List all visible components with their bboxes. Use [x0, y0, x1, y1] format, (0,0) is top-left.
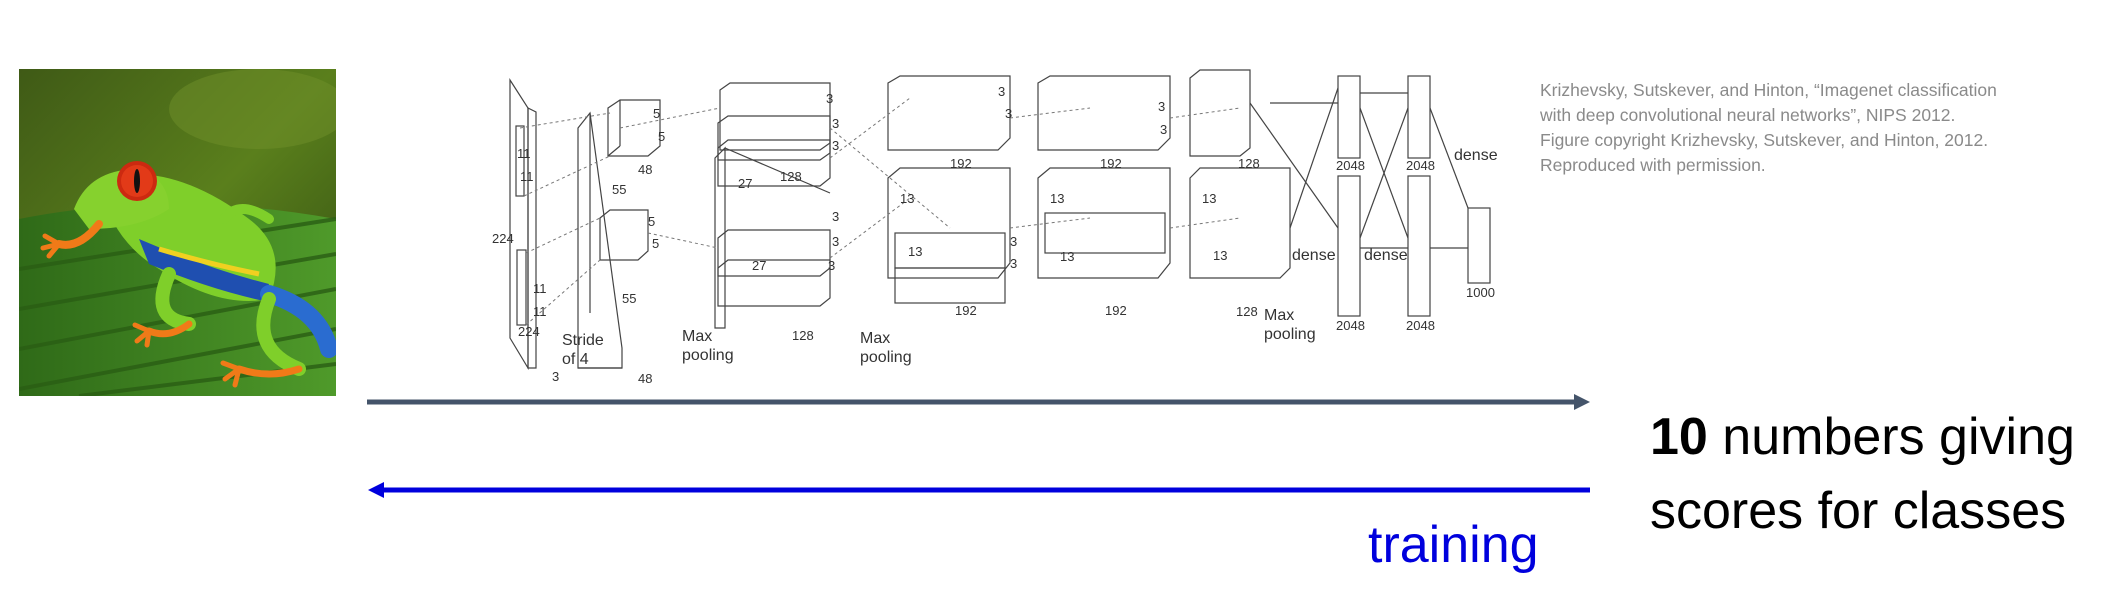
size-label: 13 — [1060, 249, 1074, 264]
training-label: training — [1368, 510, 1539, 580]
stride-label: of 4 — [562, 351, 589, 368]
citation-line: with deep convolutional neural networks”… — [1540, 103, 2100, 128]
size-label: 192 — [1100, 156, 1122, 171]
output-description: 10 numbers giving scores for classes — [1650, 400, 2075, 548]
max-pooling-label: Max — [1264, 307, 1294, 324]
arrows — [360, 385, 1600, 505]
output-line-1: 10 numbers giving — [1650, 400, 2075, 474]
dense-label: dense — [1364, 247, 1408, 264]
max-pooling-label: Max — [860, 330, 890, 347]
size-label: 2048 — [1336, 158, 1365, 173]
size-label: 55 — [622, 291, 636, 306]
size-label: 192 — [955, 303, 977, 318]
size-label: 11 — [533, 281, 547, 296]
frog-image — [19, 69, 336, 396]
size-label: 3 — [1158, 99, 1165, 114]
size-label: 224 — [492, 231, 514, 246]
size-label: 128 — [1238, 156, 1260, 171]
size-label: 3 — [828, 258, 835, 273]
size-label: 3 — [1010, 256, 1017, 271]
size-label: 27 — [752, 258, 766, 273]
size-label: 5 — [658, 129, 665, 144]
dense-label: dense — [1292, 247, 1336, 264]
size-label: 5 — [653, 106, 660, 121]
size-label: 3 — [1010, 234, 1017, 249]
size-label: 2048 — [1406, 318, 1435, 333]
size-label: 3 — [832, 138, 839, 153]
dense-label: dense — [1454, 147, 1498, 164]
size-label: 3 — [832, 234, 839, 249]
size-label: 3 — [826, 91, 833, 106]
size-label: 48 — [638, 371, 652, 386]
size-label: 128 — [780, 169, 802, 184]
size-label: 128 — [792, 328, 814, 343]
max-pooling-label: pooling — [682, 347, 734, 364]
size-label: 2048 — [1406, 158, 1435, 173]
size-label: 224 — [518, 324, 540, 339]
size-label: 13 — [908, 244, 922, 259]
size-label: 3 — [1005, 106, 1012, 121]
max-pooling-label: pooling — [860, 349, 912, 366]
size-label: 1000 — [1466, 285, 1495, 300]
size-label: 13 — [1050, 191, 1064, 206]
size-label: 55 — [612, 182, 626, 197]
size-label: 48 — [638, 162, 652, 177]
size-label: 3 — [832, 116, 839, 131]
backward-arrow-head — [368, 482, 384, 498]
size-label: 3 — [552, 369, 559, 384]
output-line-2: scores for classes — [1650, 474, 2075, 548]
output-line-1-text: numbers giving — [1708, 408, 2075, 466]
size-label: 192 — [1105, 303, 1127, 318]
cnn-architecture-diagram: 224 224 11 11 11 11 3 55 55 48 48 5 5 5 … — [490, 68, 1520, 388]
size-label: 5 — [648, 214, 655, 229]
size-label: 11 — [520, 169, 534, 184]
size-label: 3 — [1160, 122, 1167, 137]
size-label: 5 — [652, 236, 659, 251]
size-label: 2048 — [1336, 318, 1365, 333]
size-label: 13 — [900, 191, 914, 206]
forward-arrow-head — [1574, 394, 1590, 410]
size-label: 192 — [950, 156, 972, 171]
size-label: 128 — [1236, 304, 1258, 319]
size-label: 3 — [998, 84, 1005, 99]
citation-line: Krizhevsky, Sutskever, and Hinton, “Imag… — [1540, 78, 2100, 103]
size-label: 11 — [517, 146, 531, 161]
size-label: 11 — [533, 304, 547, 319]
size-label: 27 — [738, 176, 752, 191]
max-pooling-label: pooling — [1264, 326, 1316, 343]
stride-label: Stride — [562, 332, 604, 349]
size-label: 3 — [832, 209, 839, 224]
size-label: 13 — [1213, 248, 1227, 263]
citation-line: Figure copyright Krizhevsky, Sutskever, … — [1540, 128, 2100, 153]
size-label: 13 — [1202, 191, 1216, 206]
citation-line: Reproduced with permission. — [1540, 153, 2100, 178]
citation: Krizhevsky, Sutskever, and Hinton, “Imag… — [1540, 78, 2100, 178]
max-pooling-label: Max — [682, 328, 712, 345]
output-count: 10 — [1650, 408, 1708, 466]
